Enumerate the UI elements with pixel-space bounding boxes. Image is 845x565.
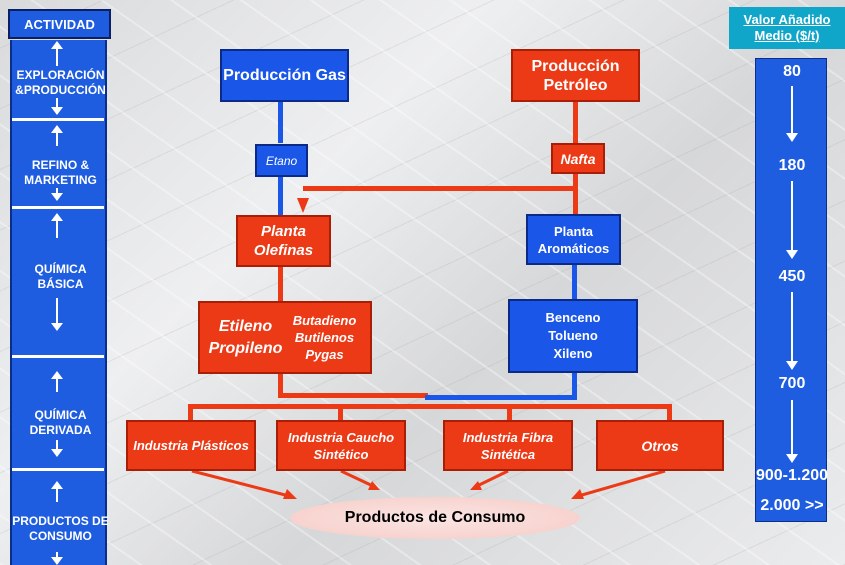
value-700: 700 xyxy=(778,375,806,392)
arrow-head-icon xyxy=(368,481,380,490)
arrow-head-icon xyxy=(283,489,297,499)
arrow-up-icon xyxy=(51,213,63,238)
arrow-down-icon xyxy=(51,188,63,201)
activity-refino: REFINO & MARKETING xyxy=(24,158,97,187)
arrow-down-icon xyxy=(786,86,798,142)
activity-exploracion: EXPLORACIÓN &PRODUCCIÓN xyxy=(15,68,106,97)
activity-productos-consumo: PRODUCTOS DE CONSUMO xyxy=(12,514,109,543)
arrow-up-icon xyxy=(51,371,63,392)
connector-otros xyxy=(667,404,672,420)
arrow-up-icon xyxy=(51,481,63,502)
value-added-header-line1: Valor Añadido xyxy=(743,12,831,27)
arrow-otros-consumo xyxy=(574,469,666,499)
connector-plasticos xyxy=(188,404,193,420)
arrow-down-icon xyxy=(51,552,63,565)
connector-etano-olefinas xyxy=(278,176,283,216)
connector-nafta-aromaticos xyxy=(573,174,578,214)
arrow-head-icon xyxy=(571,489,584,499)
node-produccion-petroleo: Producción Petróleo xyxy=(511,49,640,102)
butadieno-label: Butadieno Butilenos Pygas xyxy=(292,313,357,362)
node-etileno-group: Etileno Propileno Butadieno Butilenos Py… xyxy=(198,301,372,374)
node-industria-fibra: Industria Fibra Sintética xyxy=(443,420,573,471)
activity-column: EXPLORACIÓN &PRODUCCIÓN REFINO & MARKETI… xyxy=(10,40,109,565)
connector-red-bus xyxy=(278,393,428,398)
value-180: 180 xyxy=(778,157,806,174)
connector-blue-bus xyxy=(425,395,577,400)
node-industria-plasticos: Industria Plásticos xyxy=(126,420,256,471)
node-industria-caucho: Industria Caucho Sintético xyxy=(276,420,406,471)
etileno-propileno-label: Etileno Propileno xyxy=(208,317,283,357)
connector-petroleo-nafta xyxy=(573,101,578,143)
node-produccion-gas: Producción Gas xyxy=(220,49,349,102)
activity-separator xyxy=(12,206,104,209)
connector-btx-bus xyxy=(572,373,577,398)
value-added-header-line2: Medio ($/t) xyxy=(754,28,820,43)
connector-caucho xyxy=(338,404,343,420)
connector-gas-etano xyxy=(278,101,283,143)
activity-separator xyxy=(12,468,104,471)
connector-nafta-olefinas xyxy=(303,186,576,191)
value-added-header: Valor Añadido Medio ($/t) xyxy=(729,7,845,49)
arrow-up-icon xyxy=(51,125,63,146)
connector-industry-bus xyxy=(188,404,672,409)
arrow-down-icon xyxy=(786,400,798,463)
arrow-down-icon xyxy=(786,181,798,259)
node-planta-olefinas: Planta Olefinas xyxy=(236,215,331,267)
arrow-down-icon xyxy=(51,98,63,115)
activity-separator xyxy=(12,355,104,358)
arrow-down-icon xyxy=(786,292,798,370)
node-etano: Etano xyxy=(255,144,308,177)
arrow-fibra-consumo xyxy=(474,469,509,489)
arrow-head-icon xyxy=(470,481,482,490)
connector-etileno-bus xyxy=(278,374,283,396)
activity-quimica-derivada: QUÍMICA DERIVADA xyxy=(29,408,92,437)
node-nafta: Nafta xyxy=(551,143,605,174)
connector-fibra xyxy=(507,404,512,420)
arrow-down-icon xyxy=(51,298,63,331)
node-planta-aromaticos: Planta Aromáticos xyxy=(526,214,621,265)
arrow-plasticos-consumo xyxy=(191,469,294,499)
value-2000: 2.000 >> xyxy=(760,497,824,514)
node-btx: Benceno Tolueno Xileno xyxy=(508,299,638,373)
value-900-1200: 900-1.200 xyxy=(755,467,829,484)
value-80: 80 xyxy=(783,63,801,80)
activity-separator xyxy=(12,118,104,121)
arrow-down-icon xyxy=(51,440,63,457)
node-productos-consumo: Productos de Consumo xyxy=(290,497,580,539)
node-otros: Otros xyxy=(596,420,724,471)
arrow-caucho-consumo xyxy=(340,469,376,489)
activity-quimica-basica: QUÍMICA BÁSICA xyxy=(34,262,87,291)
connector-aromaticos-btx xyxy=(572,265,577,299)
activity-header: ACTIVIDAD xyxy=(8,9,111,39)
connector-olefinas-etileno xyxy=(278,267,283,301)
arrow-down-icon xyxy=(297,198,309,213)
value-450: 450 xyxy=(778,268,806,285)
arrow-up-icon xyxy=(51,41,63,66)
